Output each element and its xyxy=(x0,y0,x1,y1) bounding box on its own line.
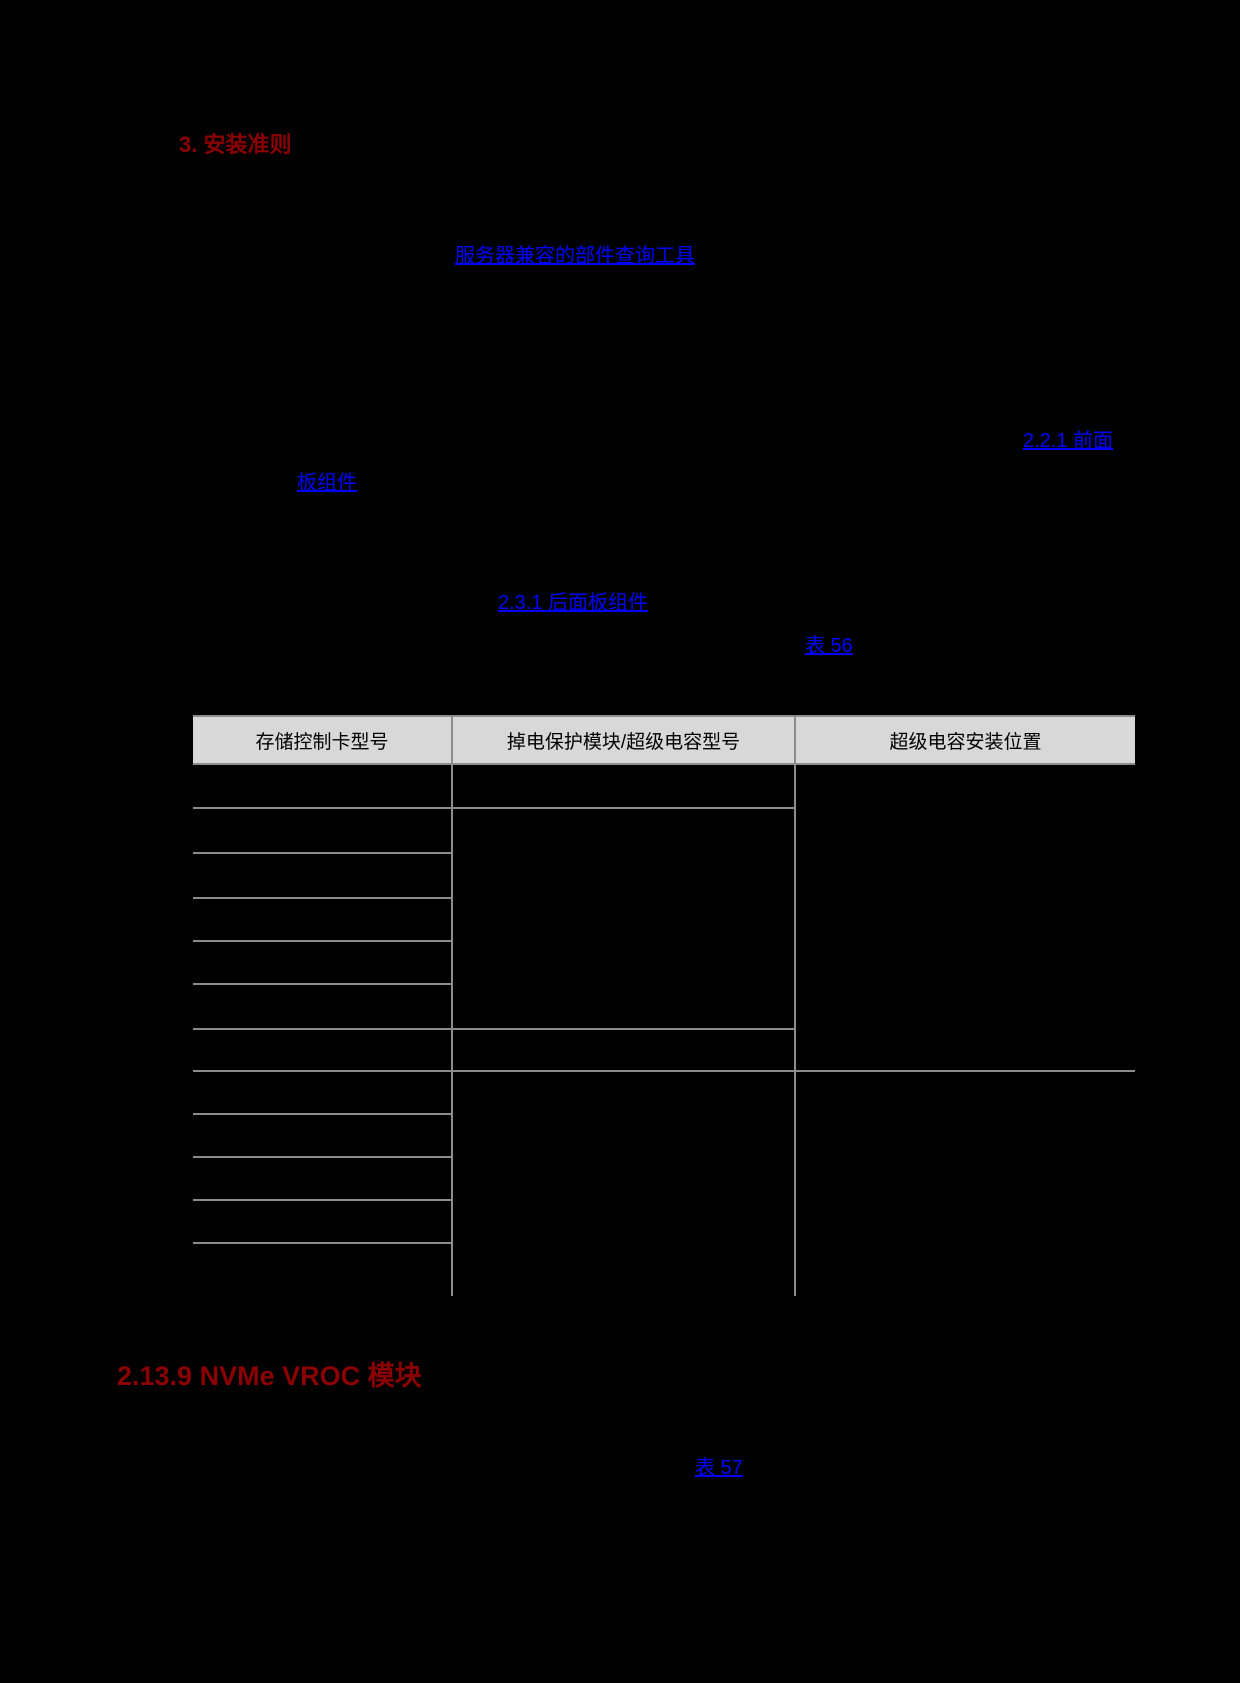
table-cell xyxy=(451,1071,795,1296)
table-cell xyxy=(451,764,795,809)
table-row xyxy=(193,1114,1135,1158)
table-cell xyxy=(451,808,795,1030)
table-cell xyxy=(193,941,452,985)
link-front-panel-assembly-line2[interactable]: 板组件 xyxy=(297,472,357,494)
table-row xyxy=(193,1200,1135,1244)
table-cell xyxy=(794,764,1135,1072)
table-cell xyxy=(193,898,452,942)
table-row xyxy=(193,898,1135,942)
table-cell xyxy=(794,1071,1135,1296)
link-table-57[interactable]: 表 57 xyxy=(695,1457,743,1479)
supercap-table: 存储控制卡型号 掉电保护模块/超级电容型号 超级电容安装位置 xyxy=(193,715,1135,1296)
table-cell xyxy=(193,1029,452,1072)
link-rear-panel-assembly[interactable]: 2.3.1 后面板组件 xyxy=(498,592,649,614)
table-row xyxy=(193,853,1135,899)
table-cell xyxy=(193,853,452,899)
table-cell xyxy=(451,1029,795,1072)
table-cell xyxy=(193,984,452,1030)
table-cell xyxy=(193,808,452,854)
col-header-storage-controller-model: 存储控制卡型号 xyxy=(193,715,452,765)
link-front-panel-assembly-line1[interactable]: 2.2.1 前面 xyxy=(1023,430,1114,452)
link-table-56[interactable]: 表 56 xyxy=(805,635,853,657)
table-row xyxy=(193,1157,1135,1201)
table-cell xyxy=(193,764,452,809)
table-row xyxy=(193,808,1135,1030)
table-row xyxy=(193,764,1135,1072)
table-cell xyxy=(193,1243,452,1296)
col-header-power-fail-module-model: 掉电保护模块/超级电容型号 xyxy=(451,715,795,765)
link-compatible-parts-query-tool[interactable]: 服务器兼容的部件查询工具 xyxy=(455,245,695,267)
table-cell xyxy=(193,1200,452,1244)
table-header-row: 存储控制卡型号 掉电保护模块/超级电容型号 超级电容安装位置 xyxy=(193,715,1135,765)
section-heading-nvme-vroc-module: 2.13.9 NVMe VROC 模块 xyxy=(117,1361,422,1391)
col-header-supercap-install-location: 超级电容安装位置 xyxy=(794,715,1135,765)
section-heading-install-rules: 3. 安装准则 xyxy=(179,132,292,157)
table-cell xyxy=(193,1071,452,1115)
table-row xyxy=(193,1029,1135,1072)
table-row xyxy=(193,1071,1135,1296)
table-row xyxy=(193,984,1135,1030)
table-row xyxy=(193,941,1135,985)
table-cell xyxy=(193,1157,452,1201)
table-cell xyxy=(193,1114,452,1158)
